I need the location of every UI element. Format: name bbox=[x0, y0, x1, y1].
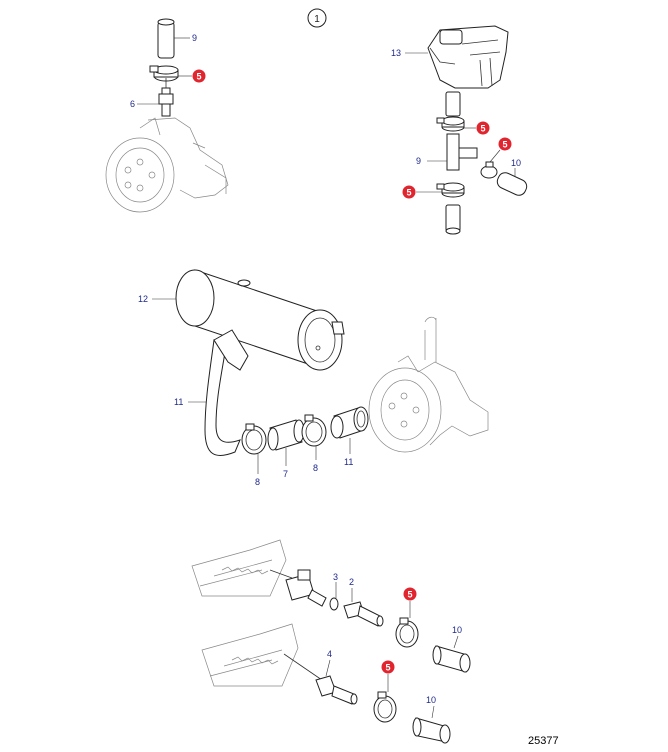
callout-10-lower-1: 10 bbox=[452, 625, 462, 635]
view-number-text: 1 bbox=[314, 14, 320, 25]
callout-4: 4 bbox=[327, 649, 332, 659]
callout-11-sleeve: 11 bbox=[344, 457, 353, 467]
svg-text:5: 5 bbox=[196, 72, 201, 82]
svg-text:5: 5 bbox=[407, 590, 412, 600]
svg-text:5: 5 bbox=[502, 140, 507, 150]
svg-text:5: 5 bbox=[406, 188, 411, 198]
callout-5-tank-upper: 5 bbox=[476, 121, 490, 135]
view-number-badge: 1 bbox=[307, 8, 327, 28]
callout-8-left: 8 bbox=[255, 477, 260, 487]
callout-5-lower-2: 5 bbox=[381, 660, 395, 674]
callout-6: 6 bbox=[130, 99, 135, 109]
callout-5-tank-side: 5 bbox=[498, 137, 512, 151]
callout-3: 3 bbox=[333, 572, 338, 582]
callout-9-top: 9 bbox=[192, 33, 197, 43]
svg-text:5: 5 bbox=[480, 124, 485, 134]
callout-11-hose: 11 bbox=[174, 397, 183, 407]
bottom-assembly bbox=[191, 539, 471, 744]
drawing-reference-number: 25377 bbox=[528, 735, 559, 747]
expansion-tank-assembly bbox=[427, 25, 528, 235]
callout-10-tank: 10 bbox=[511, 158, 521, 168]
callout-7: 7 bbox=[283, 469, 288, 479]
callout-5-lower-1: 5 bbox=[403, 587, 417, 601]
callout-8-right: 8 bbox=[313, 463, 318, 473]
callout-5-tank-lower: 5 bbox=[402, 185, 416, 199]
callout-12: 12 bbox=[138, 294, 148, 304]
callout-5-top: 5 bbox=[192, 69, 206, 83]
callout-9-tank: 9 bbox=[416, 156, 421, 166]
middle-assembly bbox=[175, 269, 489, 456]
top-left-assembly bbox=[105, 18, 229, 213]
callout-2: 2 bbox=[349, 577, 354, 587]
svg-text:5: 5 bbox=[385, 663, 390, 673]
callout-10-lower-2: 10 bbox=[426, 695, 436, 705]
callout-13: 13 bbox=[391, 48, 401, 58]
